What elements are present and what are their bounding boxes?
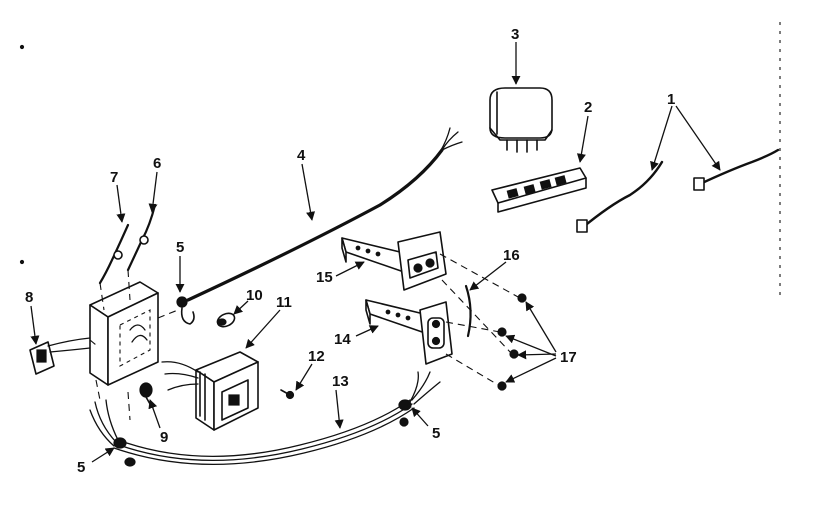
callout-labels: 1 2 3 4 5 5 5 6 7 8 9 10 11 12 13 14 15 … <box>25 26 675 476</box>
callout-5-lower: 5 <box>77 459 85 476</box>
callout-4: 4 <box>297 147 306 164</box>
frame-marks <box>19 22 781 300</box>
callout-6: 6 <box>153 155 161 172</box>
callout-7: 7 <box>110 169 118 186</box>
part-12-screw <box>280 389 295 400</box>
part-3-capacitor <box>489 87 553 153</box>
part-11-transformer <box>161 351 259 431</box>
callout-3: 3 <box>511 26 519 43</box>
callout-13: 13 <box>332 373 349 390</box>
part-17-screws <box>439 253 527 391</box>
part-2-terminal-board <box>491 167 587 213</box>
control-box <box>89 281 159 386</box>
part-1-wire-leads <box>576 148 780 233</box>
callout-2: 2 <box>584 99 592 116</box>
part-7-wire <box>98 223 130 285</box>
part-16-wire <box>464 284 472 338</box>
callout-16: 16 <box>503 247 520 264</box>
callout-1: 1 <box>667 91 675 108</box>
callout-14: 14 <box>334 331 351 348</box>
part-14-bracket <box>365 299 453 365</box>
part-10-bushing <box>216 312 236 328</box>
callout-11: 11 <box>276 294 292 311</box>
part-13-harness <box>89 371 441 467</box>
callout-10: 10 <box>246 287 263 304</box>
callout-5-upper: 5 <box>176 239 184 256</box>
callout-8: 8 <box>25 289 33 306</box>
callout-leaders <box>30 42 721 463</box>
callout-17: 17 <box>560 349 577 366</box>
callout-12: 12 <box>308 348 325 365</box>
part-4-wire-harness <box>176 127 463 325</box>
part-6-wire <box>126 203 157 272</box>
part-15-bracket <box>341 231 447 291</box>
callout-15: 15 <box>316 269 333 286</box>
assembly-lines <box>89 269 179 421</box>
callout-5-right: 5 <box>432 425 440 442</box>
callout-9: 9 <box>160 429 168 446</box>
part-8-switch <box>29 337 91 375</box>
